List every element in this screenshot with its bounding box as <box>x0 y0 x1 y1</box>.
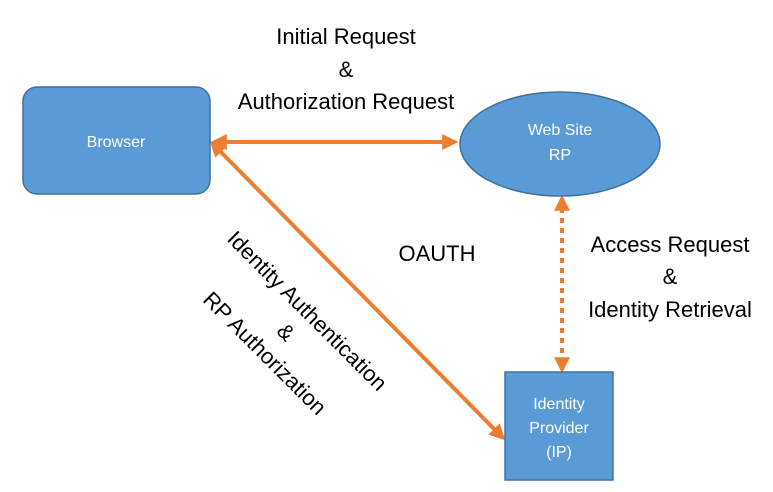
initial-label-line1: Initial Request <box>276 24 415 49</box>
website-label-line1: Web Site <box>528 122 593 139</box>
access-label-line3: Identity Retrieval <box>588 297 752 322</box>
browser-node: Browser <box>22 86 211 195</box>
arrow-browser-idp <box>209 140 506 441</box>
idp-node: Identity Provider (IP) <box>504 371 614 481</box>
oauth-label: OAUTH <box>399 241 476 266</box>
access-label-line2: & <box>663 264 678 289</box>
idp-label-line2: Provider <box>529 420 589 437</box>
idp-label-line3: (IP) <box>546 444 572 461</box>
website-node: Web Site RP <box>459 91 661 197</box>
initial-label-line3: Authorization Request <box>238 89 454 114</box>
browser-label: Browser <box>87 134 146 151</box>
access-label-line1: Access Request <box>591 232 750 257</box>
identity-label-line2: & <box>272 318 300 346</box>
identity-label-line1: Identity Authentication <box>222 226 392 396</box>
initial-request-label: Initial Request & Authorization Request <box>238 24 454 114</box>
access-request-label: Access Request & Identity Retrieval <box>588 232 752 322</box>
identity-auth-label: Identity Authentication & RP Authorizati… <box>198 226 392 420</box>
initial-label-line2: & <box>339 57 354 82</box>
website-label-line2: RP <box>549 147 571 164</box>
idp-label-line1: Identity <box>533 396 585 413</box>
